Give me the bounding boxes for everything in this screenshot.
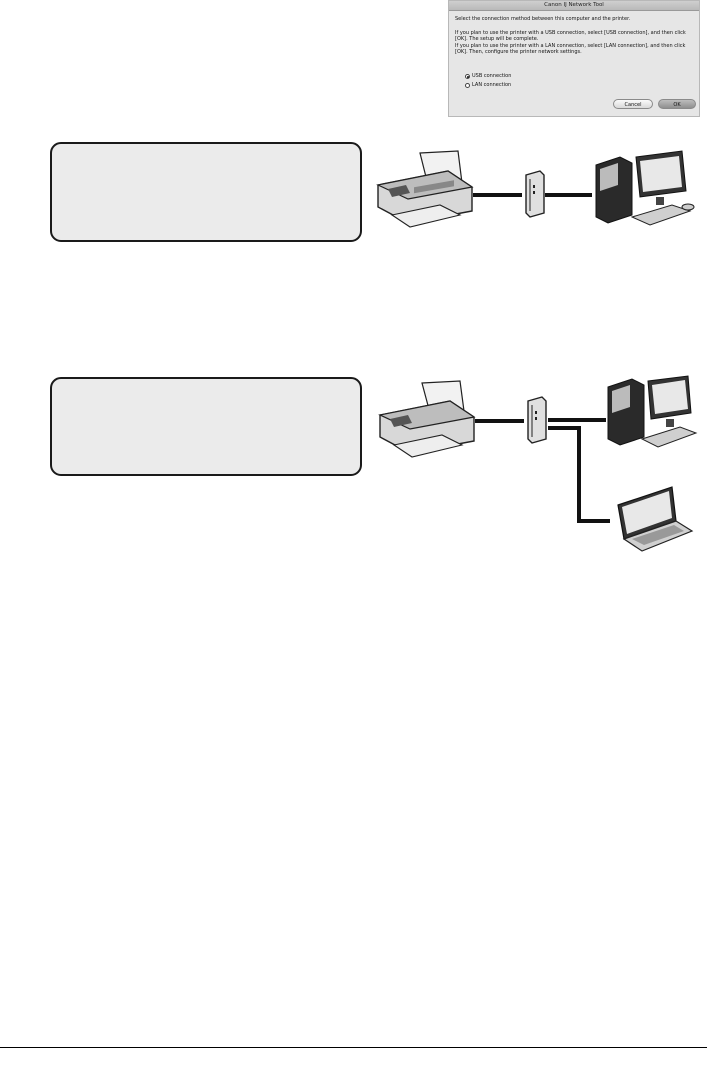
router-icon — [525, 170, 545, 218]
cancel-button[interactable]: Cancel — [613, 99, 653, 109]
lan-radio[interactable] — [465, 83, 470, 88]
usb-radio[interactable] — [465, 74, 470, 79]
network-diagram-1 — [376, 150, 695, 228]
dialog-lan-instruction: If you plan to use the printer with a LA… — [455, 43, 686, 56]
usb-connection-option[interactable]: USB connection — [465, 73, 511, 80]
cable — [548, 426, 610, 523]
lan-connection-label: LAN connection — [472, 82, 512, 88]
callout-box-lan — [50, 377, 362, 476]
dialog-prompt: Select the connection method between thi… — [455, 16, 631, 22]
desktop-computer-icon — [595, 150, 695, 226]
dialog-title: Canon IJ Network Tool — [449, 1, 699, 11]
desktop-computer-icon — [607, 375, 698, 448]
footer-rule — [0, 1047, 707, 1048]
printer-icon — [376, 150, 474, 228]
ok-button[interactable]: OK — [658, 99, 696, 109]
lan-connection-option[interactable]: LAN connection — [465, 82, 511, 89]
usb-connection-label: USB connection — [472, 73, 512, 79]
laptop-computer-icon — [617, 486, 694, 552]
dialog-usb-instruction: If you plan to use the printer with a US… — [455, 30, 686, 43]
router-icon — [527, 396, 547, 444]
connection-method-dialog: Canon IJ Network Tool Select the connect… — [448, 0, 700, 117]
callout-box-usb — [50, 142, 362, 242]
printer-icon — [378, 380, 476, 458]
network-diagram-2 — [378, 375, 698, 552]
